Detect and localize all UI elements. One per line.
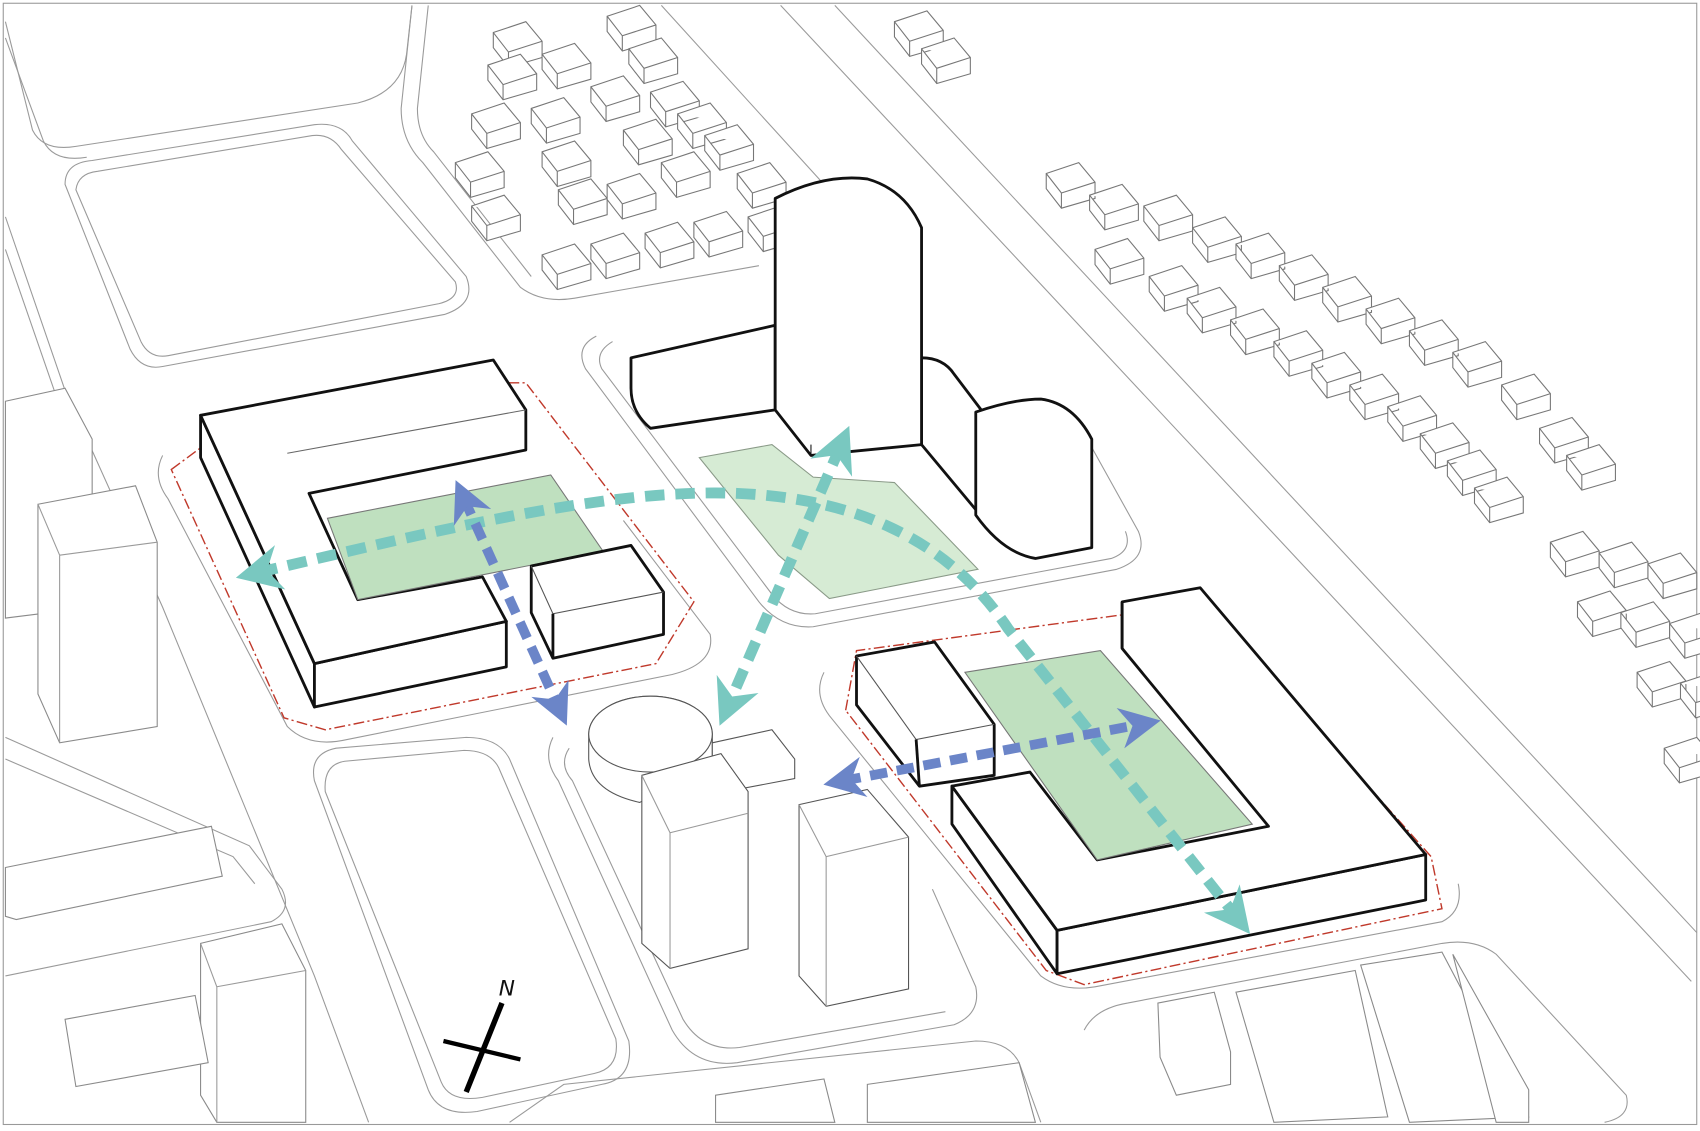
house: [1549, 530, 1600, 578]
house: [530, 96, 581, 144]
house: [893, 10, 944, 58]
house: [1094, 237, 1145, 285]
residential-houses: [454, 4, 1700, 784]
house: [1679, 676, 1700, 719]
house: [644, 221, 695, 269]
house: [541, 243, 592, 291]
house: [1045, 162, 1096, 209]
house: [541, 42, 592, 90]
house: [1647, 552, 1698, 600]
house: [1473, 476, 1524, 524]
house: [704, 124, 755, 171]
house: [1576, 590, 1627, 638]
house: [693, 210, 744, 258]
primary-flow-east-west: [235, 487, 1251, 935]
house: [628, 37, 679, 85]
house: [1452, 340, 1503, 388]
house: [471, 194, 521, 242]
house: [1186, 286, 1237, 334]
north-arrow-icon: N: [442, 976, 521, 1093]
tower-cluster: [629, 176, 1094, 560]
house: [487, 53, 538, 101]
house: [660, 151, 711, 198]
secondary-flow-east: [823, 708, 1161, 798]
house: [606, 172, 657, 220]
house: [736, 162, 787, 209]
house: [541, 140, 592, 188]
house: [1278, 254, 1329, 301]
house: [471, 102, 521, 150]
house: [1669, 612, 1700, 659]
house: [606, 4, 657, 52]
house: [1365, 297, 1416, 345]
house: [1089, 183, 1139, 231]
house: [921, 37, 971, 85]
house: [1230, 308, 1280, 356]
house: [454, 151, 505, 198]
house: [1192, 216, 1242, 264]
house: [1598, 541, 1649, 589]
house: [1663, 736, 1700, 784]
house: [1148, 265, 1199, 312]
house: [1273, 330, 1324, 377]
house: [1143, 194, 1194, 242]
house: [1408, 319, 1459, 367]
mid-rise-building: [974, 397, 1094, 560]
urban-context: [4, 5, 1698, 1123]
house: [590, 232, 641, 280]
house: [1349, 373, 1400, 421]
primary-flow-north-south: [716, 425, 853, 726]
podium-building: [629, 323, 777, 430]
house: [1322, 275, 1373, 323]
house: [1538, 416, 1589, 464]
house: [590, 75, 641, 123]
house: [1501, 373, 1551, 421]
house: [557, 178, 608, 226]
house: [1311, 351, 1362, 399]
site-boundary-east: [844, 601, 1443, 986]
circulation-flows: [235, 425, 1251, 935]
secondary-flow-west: [453, 480, 569, 726]
north-label: N: [499, 976, 515, 1001]
high-rise-tower: [773, 176, 923, 457]
house: [1235, 232, 1286, 280]
house: [1566, 443, 1616, 491]
house: [622, 118, 673, 166]
